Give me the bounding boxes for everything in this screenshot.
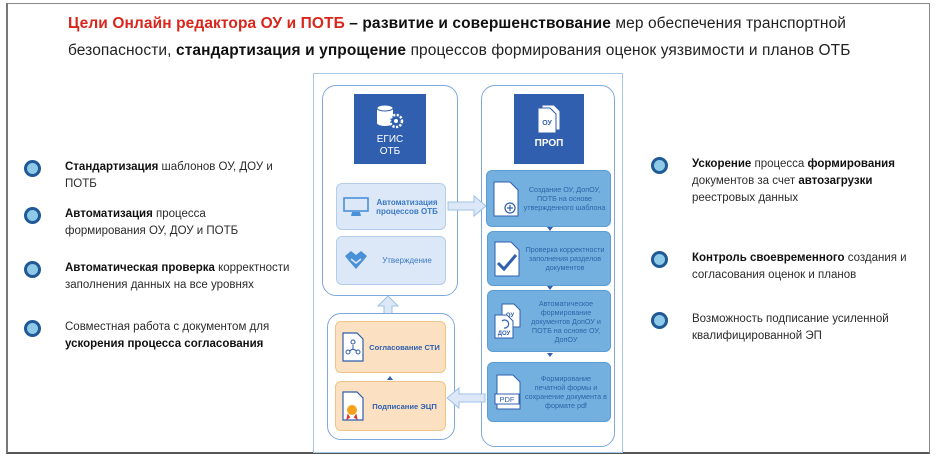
pdf-label: PDF	[500, 395, 515, 404]
box-autogen: ОУ ДОУ Автоматическое формирование докум…	[487, 290, 611, 352]
egis-label-1: ЕГИС	[376, 134, 404, 145]
title-plain-2: процессов формирования оценок уязвимости…	[406, 42, 851, 59]
documents-icon: ОУ	[537, 104, 561, 134]
bullet-dot-icon	[24, 320, 41, 337]
box-label: Создание ОУ, ДопОУ, ПОТБ на основе утвер…	[523, 185, 606, 212]
right-bullet: Возможность подписание усиленной квалифи…	[651, 311, 921, 345]
doc-label: ОУ	[542, 120, 552, 127]
box-create: Создание ОУ, ДопОУ, ПОТБ на основе утвер…	[486, 170, 611, 227]
bullet-bold: Автоматизация	[65, 208, 153, 220]
handshake-icon	[345, 250, 367, 269]
bullet-dot-icon	[24, 160, 41, 177]
bullet-dot-icon	[24, 207, 41, 224]
egis-label-2: ОТБ	[379, 146, 401, 157]
bullet-bold: Ускорение	[692, 158, 752, 170]
prop-label: ПРОП	[534, 138, 564, 149]
arrow-small-up-icon	[387, 376, 393, 380]
diagram-frame	[313, 73, 623, 453]
title-dash: –	[344, 15, 363, 32]
box-pdf: PDF Формирование печатной формы и сохран…	[487, 362, 611, 422]
title-bold-1: развитие и совершенствование	[362, 15, 611, 32]
bullet-bold: Контроль своевременного	[692, 252, 845, 264]
pdf-document-icon: PDF	[494, 374, 521, 410]
box-label: Формирование печатной формы и сохранение…	[525, 374, 607, 410]
bullet-dot-icon	[651, 157, 668, 174]
bullet-text: Совместная работа с документом для	[65, 321, 270, 333]
doc-label: ДОУ	[498, 331, 511, 337]
arrow-small-down-icon	[547, 353, 553, 357]
title-bold-2: стандартизация и упрощение	[176, 42, 407, 59]
bullet-bold: Автоматическая проверка	[65, 262, 215, 274]
bullet-bold: Стандартизация	[65, 161, 159, 173]
arrow-small-down-icon	[547, 227, 553, 231]
left-bullet: Стандартизация шаблонов ОУ, ДОУ и ПОТБ	[24, 159, 294, 193]
people-document-icon	[342, 332, 364, 362]
certificate-document-icon	[342, 391, 364, 421]
left-bullet: Автоматизация процесса формирования ОУ, …	[24, 206, 294, 240]
box-check: Проверка корректности заполнения раздело…	[487, 231, 611, 286]
bullet-dot-icon	[651, 312, 668, 329]
box-label: Подписание ЭЦП	[372, 401, 437, 411]
right-bullet: Контроль своевременного создания и согла…	[651, 250, 921, 284]
bullet-text: Возможность подписание усиленной квалифи…	[692, 313, 889, 342]
arrow-left-icon	[446, 387, 486, 409]
bullet-text: реестровых данных	[692, 192, 799, 204]
slide-title: Цели Онлайн редактора ОУ и ПОТБ – развит…	[68, 10, 918, 64]
arrow-small-down-icon	[547, 286, 553, 290]
title-red: Цели Онлайн редактора ОУ и ПОТБ	[68, 15, 345, 32]
monitor-icon	[343, 196, 369, 216]
arrow-up-icon	[377, 295, 399, 319]
document-check-icon	[494, 241, 520, 276]
box-label: Автоматическое формирование документов Д…	[531, 298, 601, 344]
box-label: Согласование СТИ	[369, 342, 440, 352]
bullet-text: процесса формирования ОУ, ДОУ и ПОТБ	[65, 208, 239, 237]
doc-label: ОУ	[506, 313, 515, 319]
box-label: Автоматизация процессов ОТБ	[376, 197, 438, 216]
bullet-dot-icon	[24, 261, 41, 278]
bullet-text: создания и согласования оценок и планов	[692, 252, 907, 281]
bullet-text: документов за счет	[692, 175, 799, 187]
bullet-dot-icon	[651, 251, 668, 268]
bullet-text: корректности заполнения данных на все ур…	[65, 262, 290, 291]
bullet-bold: автозагрузки	[798, 175, 873, 187]
box-automation: Автоматизация процессов ОТБ	[336, 183, 446, 230]
bullet-text: процесса	[751, 158, 808, 170]
box-agreement: Согласование СТИ	[335, 321, 446, 373]
right-bullet: Ускорение процесса формирования документ…	[651, 156, 921, 207]
left-bullet: Совместная работа с документом для ускор…	[24, 319, 314, 353]
left-bullet: Автоматическая проверка корректности зап…	[24, 260, 314, 294]
box-label: Проверка корректности заполнения раздело…	[525, 245, 605, 272]
box-label: Утверждение	[382, 256, 432, 265]
box-approval: Утверждение	[336, 236, 446, 285]
bullet-text: шаблонов ОУ, ДОУ и ПОТБ	[65, 161, 273, 190]
document-plus-icon	[493, 181, 519, 216]
bullet-bold: ускорения процесса согласования	[65, 338, 264, 350]
documents-ou-dou-icon: ОУ ДОУ	[494, 303, 521, 339]
prop-header: ОУ ПРОП	[514, 94, 584, 164]
egis-header: ЕГИС ОТБ	[354, 94, 426, 164]
title-plain-1: мер обеспечения транспортной безопасност…	[68, 15, 847, 59]
box-signature: Подписание ЭЦП	[335, 381, 446, 431]
slide-frame	[6, 3, 930, 454]
arrow-right-icon	[447, 195, 487, 217]
bullet-bold: формирования	[807, 158, 895, 170]
database-gear-icon	[376, 104, 404, 129]
